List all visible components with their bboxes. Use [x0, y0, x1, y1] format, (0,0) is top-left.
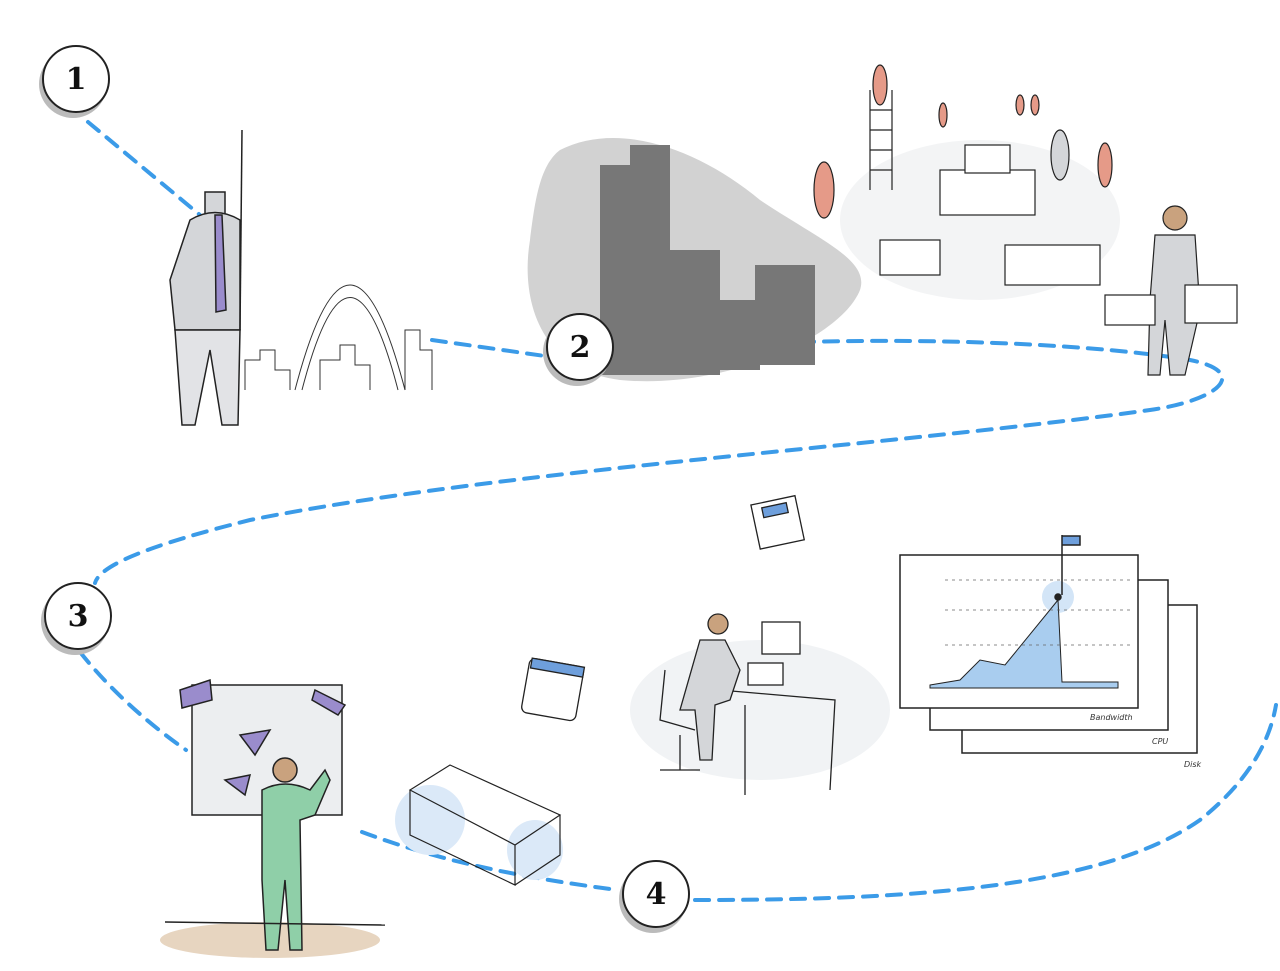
disk-label: Disk [1184, 760, 1202, 769]
container-box-sketch [395, 764, 563, 886]
step-number: 2 [569, 329, 591, 365]
bandwidth-label: Bandwidth [1090, 713, 1133, 722]
factory-photo [527, 138, 862, 382]
step-number: 3 [67, 598, 89, 634]
step-1-marker: 1 [42, 45, 110, 113]
skyline-arch-sketch [244, 284, 433, 391]
worker-at-desk-sketch [521, 494, 890, 795]
step-4-marker: 4 [622, 860, 690, 928]
step-number: 1 [65, 61, 87, 97]
step-number: 4 [645, 876, 667, 912]
planning-wall-sketch [160, 678, 386, 958]
step-2-marker: 2 [546, 313, 614, 381]
cpu-label: CPU [1152, 737, 1169, 746]
monitoring-charts [899, 535, 1198, 754]
step-3-marker: 3 [44, 582, 112, 650]
journey-path [78, 120, 1278, 902]
moving-people-sketch [813, 64, 1238, 376]
person-with-scarf-sketch [169, 129, 243, 426]
